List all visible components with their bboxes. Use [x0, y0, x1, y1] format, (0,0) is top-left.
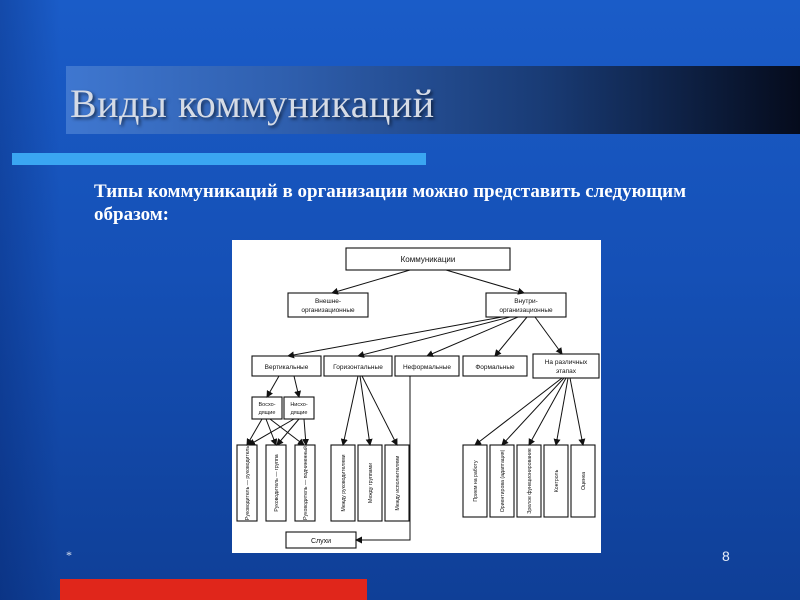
upward-label-1: Восхо- [258, 402, 275, 408]
rumors-label: Слухи [311, 538, 331, 545]
leaf-label: Руководитель — руководитель [245, 446, 251, 521]
internal-label-1: Внутри- [514, 298, 538, 305]
leaf-box [330, 444, 356, 522]
connector-line [340, 375, 359, 446]
connector-line [445, 269, 525, 295]
connector-line [246, 418, 263, 446]
connector-line [501, 377, 565, 446]
stages-label-1: На различных [545, 359, 588, 366]
internal-label-2: организационные [499, 307, 553, 314]
slide-subtitle: Типы коммуникаций в организации можно пр… [94, 181, 687, 225]
slide-title: Виды коммуникаций [70, 81, 435, 126]
stages-box [532, 353, 600, 379]
leaf-label: Руководитель — группа [274, 454, 280, 511]
connector-line [293, 375, 302, 398]
leaf-label: Между исполнителями [395, 455, 401, 510]
leaf-label: Ориентирова (адаптация) [500, 449, 506, 512]
external-label-1: Внешне- [315, 298, 341, 305]
leaf-box [384, 444, 410, 522]
leaf-label: Зрелое функционирование [527, 448, 533, 514]
connector-line [269, 418, 305, 446]
formal-label: Формальные [475, 364, 515, 371]
internal-box [485, 292, 567, 318]
leaf-label: Контроль [554, 469, 560, 492]
page-number: 8 [722, 548, 730, 564]
connector-line [361, 375, 398, 446]
connector-line [474, 377, 563, 446]
footer-mark: * [66, 548, 72, 562]
downward-label-2: дящие [291, 410, 308, 416]
connector-line [494, 316, 528, 357]
accent-bar [12, 153, 426, 165]
leaf-box [357, 444, 383, 522]
connector-line [426, 316, 519, 357]
root-box [345, 247, 511, 271]
leaf-box [489, 444, 515, 518]
connector-line [528, 377, 567, 446]
external-label-2: организационные [301, 307, 355, 314]
downward-label-1: Нисхо- [290, 402, 308, 408]
upward-label-2: дящие [259, 410, 276, 416]
leaf-box [516, 444, 542, 518]
connector-line [357, 316, 511, 358]
bottom-accent-bar [60, 579, 367, 600]
leaf-box [570, 444, 596, 518]
external-box [287, 292, 369, 318]
left-shadow-band [0, 0, 60, 600]
leaf-label: Прием на работу [473, 460, 479, 502]
vertical-label: Вертикальные [265, 364, 309, 371]
connector-line [355, 376, 411, 544]
connector-line [266, 375, 280, 398]
leaf-label: Оценка [581, 472, 587, 490]
diagram-panel: Коммуникации Внешне- организационные Вну… [232, 240, 601, 553]
root-label: Коммуникации [401, 255, 456, 264]
connector-line [287, 316, 503, 359]
connector-line [248, 418, 295, 446]
horizontal-label: Горизонтальные [333, 364, 383, 371]
org-communication-diagram: Коммуникации Внешне- организационные Вну… [236, 247, 600, 549]
leaf-label: Между руководителями [341, 454, 347, 511]
stages-label-2: этапах [556, 368, 577, 375]
title-bar [66, 66, 800, 134]
connector-line [553, 377, 569, 446]
vertical-box [251, 355, 322, 377]
connector-line [569, 377, 586, 446]
leaf-box [462, 444, 488, 518]
connector-line [359, 375, 373, 446]
leaf-label: Между группами [368, 463, 374, 503]
connector-line [276, 418, 300, 446]
leaf-label: Руководитель — подчиненный [302, 446, 309, 520]
connector-line [331, 269, 411, 295]
leaf-box [543, 444, 569, 518]
connector-line [302, 418, 310, 446]
connector-line [534, 316, 563, 355]
informal-label: Неформальные [403, 364, 451, 371]
